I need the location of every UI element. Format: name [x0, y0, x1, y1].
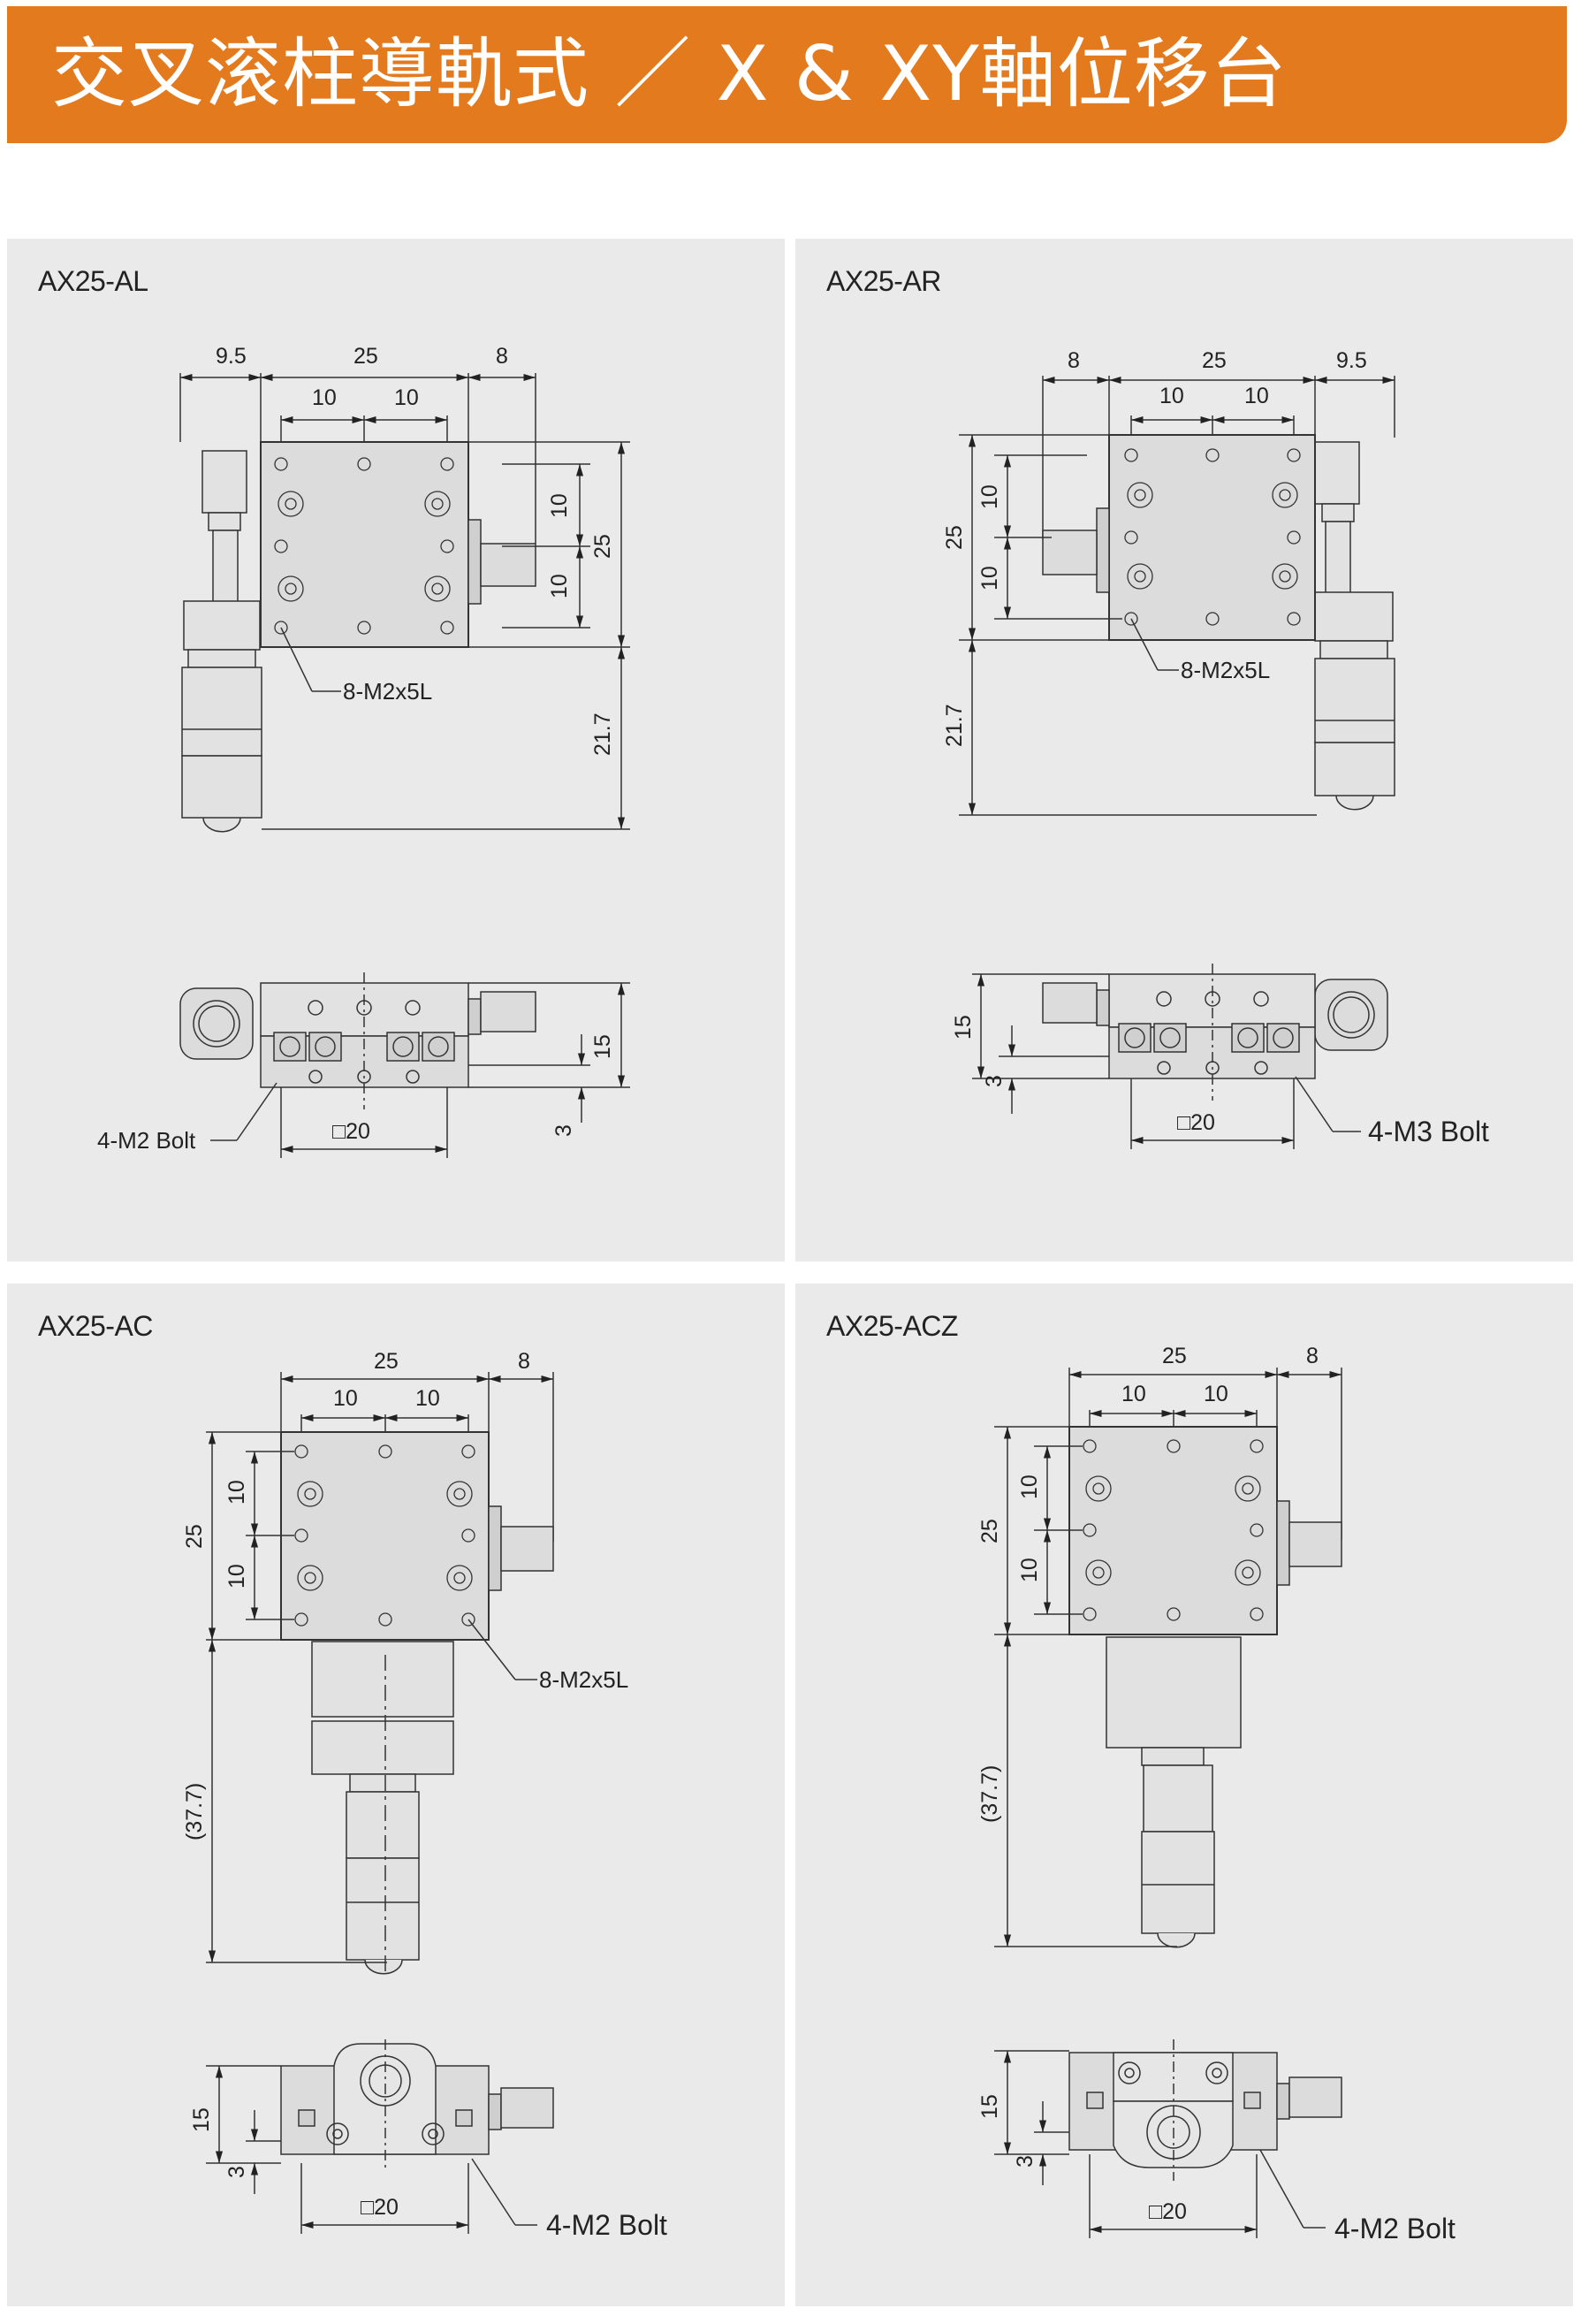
- dim-label: 8: [1068, 348, 1080, 373]
- micrometer: [1314, 441, 1395, 811]
- dimension-side-view: [994, 2050, 1258, 2238]
- stage-table: [280, 1431, 554, 1641]
- model-label: AX25-AR: [826, 265, 941, 297]
- dim-label: 10: [977, 566, 1002, 591]
- model-label: AX25-AL: [38, 265, 148, 297]
- micrometer: [1106, 1636, 1242, 1948]
- dim-label: (37.7): [977, 1765, 1002, 1823]
- bolt-callout: 4-M2 Bolt: [97, 1127, 196, 1154]
- dim-label: □20: [1177, 1110, 1215, 1135]
- dim-label: 15: [590, 1034, 615, 1059]
- dim-label: 10: [1204, 1382, 1228, 1406]
- drawing-ax25-ac: 25 8 10 10: [182, 1349, 667, 2241]
- panel-ax25-al: AX25-AL 9.5 25 8 10 10: [7, 239, 785, 1261]
- micrometer: [311, 1641, 454, 1975]
- dim-label: 10: [1159, 384, 1184, 408]
- dim-label: 15: [189, 2107, 214, 2132]
- dim-label: 25: [1162, 1344, 1187, 1368]
- panel-ax25-ar: AX25-AR 8 25 9.5 10 10: [795, 239, 1573, 1261]
- dim-label: 21.7: [590, 712, 615, 756]
- dim-label: 10: [224, 1564, 249, 1589]
- dim-label: 10: [333, 1386, 358, 1411]
- dimension-top: [280, 1372, 554, 1542]
- dim-label: 25: [942, 525, 967, 550]
- hole-callout: 8-M2x5L: [343, 678, 432, 705]
- dim-label: 10: [312, 385, 337, 410]
- micrometer: [181, 450, 262, 833]
- page-title: 交叉滚柱導軌式 ／ X & XY軸位移台: [51, 30, 1288, 118]
- dim-label: □20: [361, 2195, 399, 2220]
- side-view: [1042, 964, 1388, 1101]
- dim-label: 3: [1013, 2155, 1038, 2168]
- dimension-side-view: [206, 2065, 469, 2234]
- dim-label: 3: [551, 1124, 576, 1137]
- dim-label: 25: [182, 1524, 207, 1549]
- dim-label: 10: [547, 574, 572, 598]
- side-view: [179, 972, 536, 1109]
- dim-label: □20: [332, 1119, 370, 1144]
- mounting-holes: [1124, 448, 1301, 626]
- drawing-ax25-acz: 25 8 10 10: [977, 1344, 1456, 2244]
- side-view: [280, 2039, 554, 2168]
- dim-label: 10: [415, 1386, 440, 1411]
- stage-table: [1068, 1426, 1342, 1635]
- drawing-ax25-ar: 8 25 9.5 10 10: [942, 348, 1489, 1149]
- drawing-ax25-al: 9.5 25 8 10 10: [97, 344, 630, 1158]
- dimension-side: [959, 434, 1317, 816]
- dimension-side: [206, 1431, 387, 1963]
- dim-label: 8: [1306, 1344, 1319, 1368]
- dim-label: 10: [1244, 384, 1269, 408]
- dim-label: 9.5: [216, 344, 247, 369]
- dim-label: 10: [1121, 1382, 1146, 1406]
- panel-ax25-acz: AX25-ACZ 25 8 10 10: [795, 1284, 1573, 2306]
- dim-label: 10: [224, 1480, 249, 1505]
- dim-label: 25: [1202, 348, 1227, 373]
- dim-label: 8: [496, 344, 508, 369]
- mounting-holes: [274, 457, 454, 635]
- hole-callout: 8-M2x5L: [1181, 657, 1270, 683]
- header-banner: 交叉滚柱導軌式 ／ X & XY軸位移台: [7, 6, 1567, 143]
- dim-label: 25: [353, 344, 378, 369]
- dim-label: 10: [394, 385, 419, 410]
- dim-label: 21.7: [942, 704, 967, 747]
- dim-label: 3: [224, 2166, 249, 2178]
- panel-ax25-ac: AX25-AC 25 8 10 10: [7, 1284, 785, 2306]
- mounting-holes: [294, 1444, 475, 1627]
- dim-label: 25: [977, 1519, 1002, 1543]
- model-label: AX25-ACZ: [826, 1310, 958, 1342]
- bolt-callout: 4-M2 Bolt: [546, 2209, 667, 2241]
- model-label: AX25-AC: [38, 1310, 153, 1342]
- mounting-holes: [1083, 1439, 1264, 1621]
- side-view: [1068, 2039, 1342, 2181]
- dim-label: 10: [977, 484, 1002, 509]
- dim-label: □20: [1149, 2199, 1187, 2224]
- dim-label: 15: [951, 1015, 976, 1040]
- stage-table: [260, 441, 536, 648]
- dim-label: 10: [547, 493, 572, 518]
- dim-label: 8: [518, 1349, 530, 1374]
- dimension-side: [262, 441, 630, 830]
- dim-label: 9.5: [1336, 348, 1367, 373]
- dimension-top: [179, 373, 536, 544]
- dim-label: 10: [1017, 1558, 1042, 1582]
- bolt-callout: 4-M3 Bolt: [1368, 1116, 1489, 1147]
- dim-label: 15: [977, 2094, 1002, 2119]
- dim-label: 3: [982, 1075, 1007, 1087]
- dim-label: 25: [374, 1349, 399, 1374]
- hole-callout: 8-M2x5L: [539, 1666, 628, 1693]
- dim-label: 25: [590, 534, 615, 559]
- dim-label: 10: [1017, 1474, 1042, 1499]
- bolt-callout: 4-M2 Bolt: [1334, 2213, 1456, 2244]
- stage-table: [1042, 434, 1316, 641]
- dimension-side-view: [280, 982, 630, 1158]
- dim-label: (37.7): [182, 1783, 207, 1840]
- dimension-side: [994, 1426, 1177, 1947]
- dimension-side-view: [972, 973, 1295, 1149]
